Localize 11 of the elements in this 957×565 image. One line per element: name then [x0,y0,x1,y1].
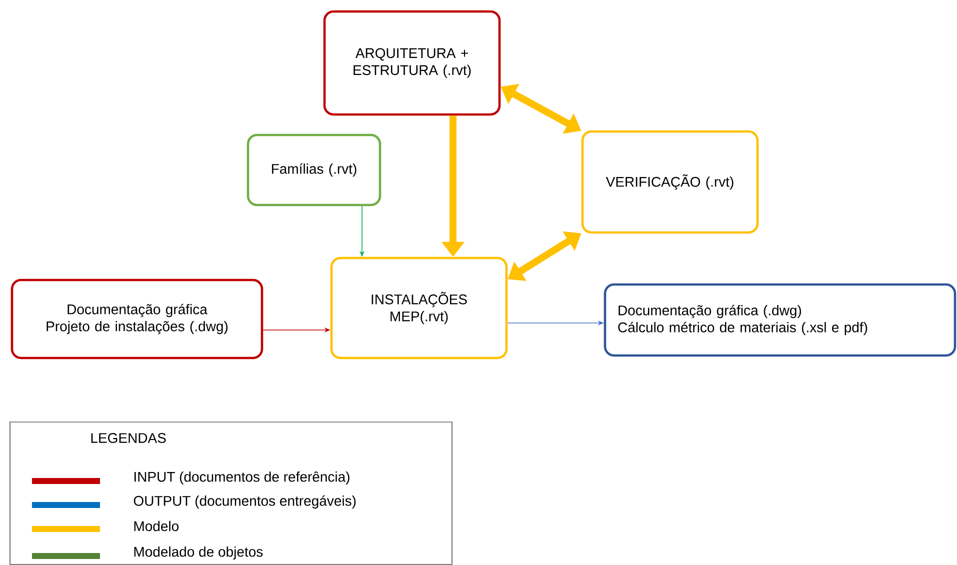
process-box: Documentação gráfica (.dwg) Cálculo métrico de materiais (.xsl e pdf) [604,283,956,357]
legend-text: OUTPUT (documentos entregáveis) [134,495,356,509]
process-box: ARQUITETURA + ESTRUTURA (.rvt) [323,10,501,116]
process-box: INSTALAÇÕES MEP(.rvt) [330,256,508,360]
legend-text: INPUT (documentos de referência) [134,471,350,485]
process-box: Famílias (.rvt) [246,134,382,206]
process-box: Documentação gráfica Projeto de instalações (.dwg) [10,278,264,360]
legend-text: Modelado de objetos [134,546,263,560]
process-box: VERIFICAÇÃO (.rvt) [581,130,759,234]
legend-text: Modelo [134,520,179,532]
legend-heading: LEGENDAS [91,433,166,443]
